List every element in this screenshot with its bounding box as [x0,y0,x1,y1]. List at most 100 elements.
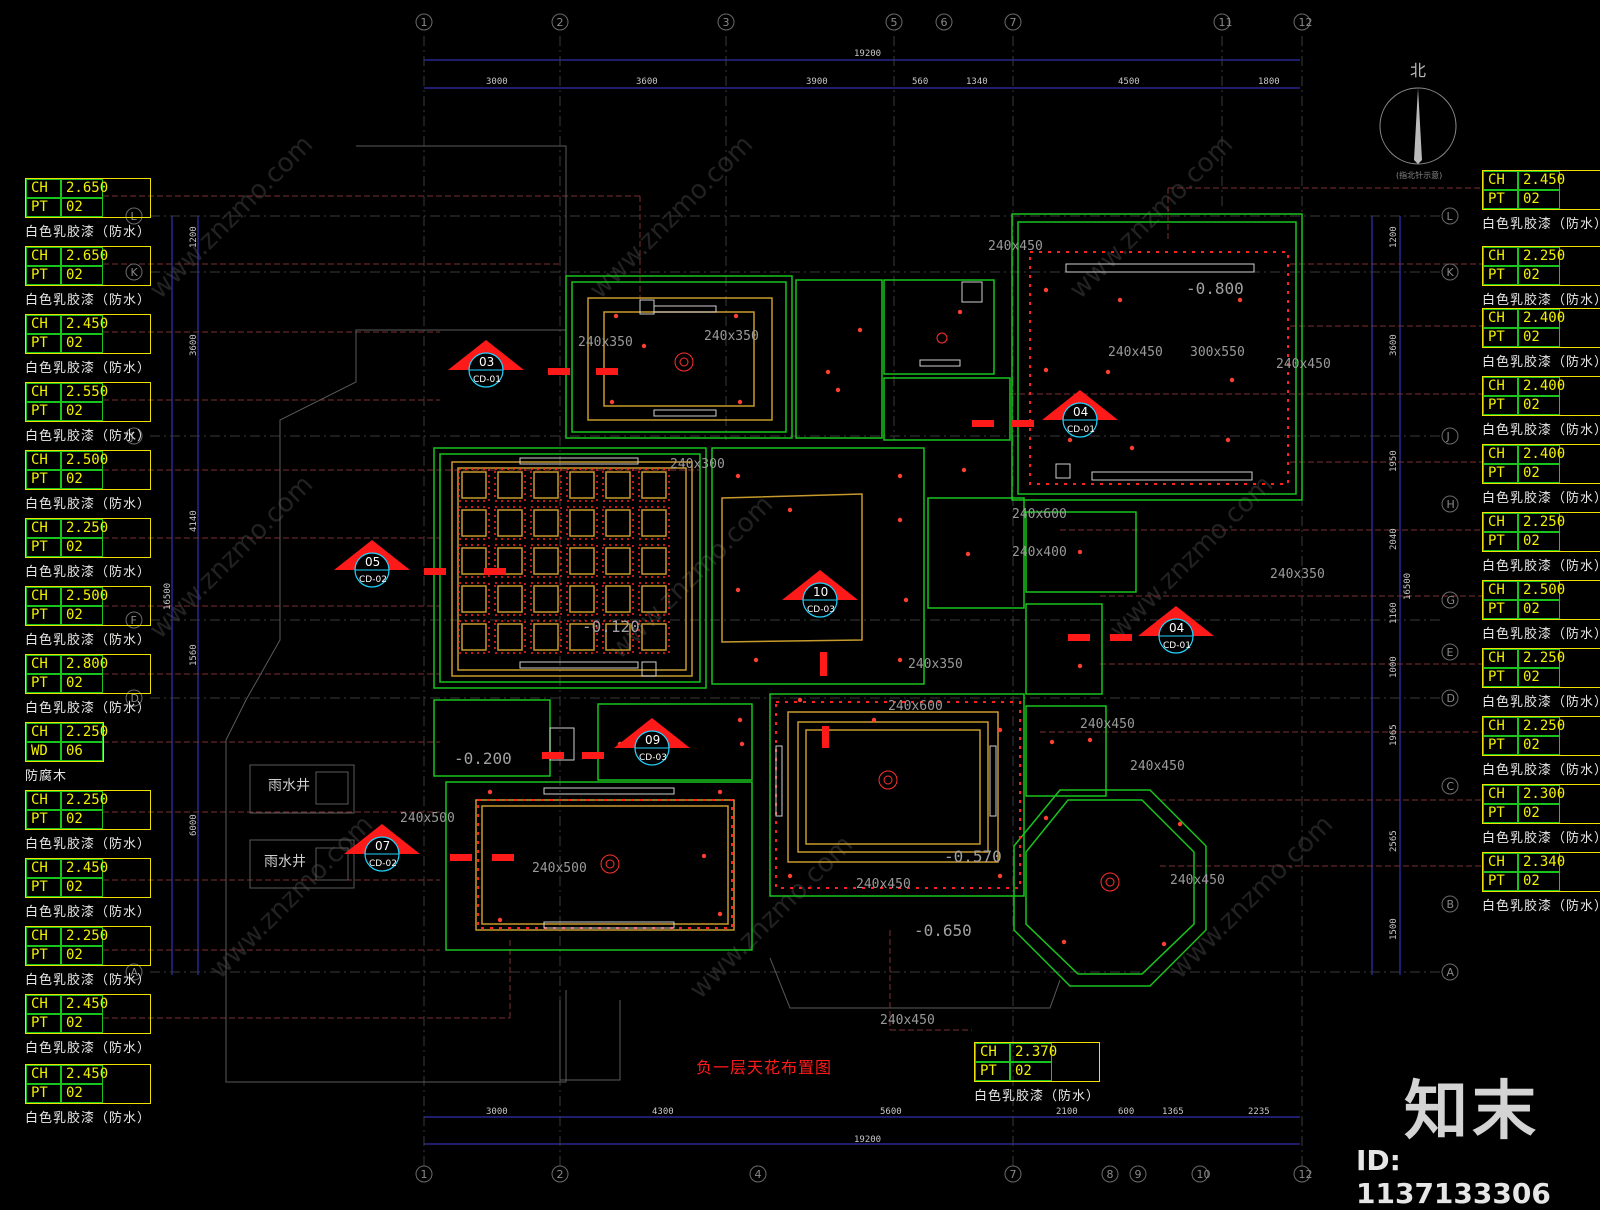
ch-value: 2.650 [61,179,108,198]
pt-label: PT [26,1084,61,1103]
ch-value: 2.250 [1518,717,1565,736]
downlight [957,309,963,315]
ch-value: 2.250 [61,927,108,946]
coffer-cell [461,471,487,499]
ch-label: CH [26,927,61,946]
coffer-led [530,620,562,654]
pt-value: 06 [61,742,103,761]
coffer-cell [533,471,559,499]
axis-bubble [749,1165,767,1183]
axis-bubble [415,1165,433,1183]
axis-bubble [1441,689,1459,707]
coffer-cell [605,585,631,613]
ch-value: 2.450 [61,315,108,334]
watermark-text: www.znzmo.com [144,470,319,645]
dimension-value: 1160 [1389,602,1399,624]
tag-note: 白色乳胶漆（防水） [25,565,152,580]
ch-label: CH [975,1043,1010,1062]
downlight [897,517,903,523]
downlight [613,313,619,319]
pt-value: 02 [1518,396,1560,415]
tag-note: 白色乳胶漆（防水） [1482,695,1600,710]
ch-value: 2.250 [61,791,108,810]
room-dimension: 240x450 [988,239,1043,254]
ch-label: CH [1483,581,1518,600]
pt-label: PT [1483,396,1518,415]
downlight [997,873,1003,879]
dimension-value: 4140 [189,510,199,532]
ch-value: 2.500 [61,451,108,470]
coffer-cell [461,509,487,537]
coffer-grid [458,468,670,654]
coffer-led [494,506,526,540]
axis-bubble [551,13,569,31]
pt-value: 02 [1010,1062,1052,1081]
downlights [487,287,1243,947]
downlight [487,789,493,795]
coffer-led [602,582,634,616]
downlight [897,473,903,479]
marker-ref: CD-01 [1163,641,1191,651]
north-note: (指北针示意) [1396,170,1442,180]
pt-label: PT [26,1014,61,1033]
coffer-led [602,620,634,654]
axis-label: H [1447,498,1455,511]
dimension-value: 1200 [189,226,199,248]
level-mark: -0.120 [582,617,640,636]
coffer-led [638,544,670,578]
pt-value: 02 [61,606,103,625]
downlight [871,717,877,723]
rain-well-label: 雨水井 [264,854,306,870]
rain-well-labels: 雨水井 雨水井 [264,778,310,870]
axis-grid [150,36,1440,1170]
ch-value: 2.250 [1518,247,1565,266]
watermark-text: www.znzmo.com [204,810,379,985]
coffer-cell [497,509,523,537]
tag-note: 白色乳胶漆（防水） [1482,899,1600,914]
axis-label: G [1447,594,1456,607]
coffer-led [458,582,490,616]
coffer-cell [569,623,595,651]
pt-label: PT [26,674,61,693]
room-dimension: 240x350 [1270,567,1325,582]
axis-label: 3 [723,16,730,29]
axis-bubble [1441,963,1459,981]
coffer-cell [497,547,523,575]
room-dimension: 240x350 [704,329,759,344]
coffer-led [638,468,670,502]
ch-value: 2.450 [61,995,108,1014]
pt-label: PT [26,878,61,897]
ch-value: 2.340 [1518,853,1565,872]
downlight [961,467,967,473]
marker-number: 07 [375,839,390,853]
dimension-value: 6000 [189,814,199,836]
tag-note: 白色乳胶漆（防水） [25,1111,152,1126]
dimension-value: 5600 [880,1107,902,1117]
ch-label: CH [26,383,61,402]
coffer-cell [533,623,559,651]
walls [433,213,1303,987]
watermark-text: www.znzmo.com [1164,810,1339,985]
axis-bubble [125,427,143,445]
pt-label: PT [1483,872,1518,891]
tag-note: 白色乳胶漆（防水） [25,361,152,376]
pt-label: PT [975,1062,1010,1081]
pt-value: 02 [61,538,103,557]
tag-note: 白色乳胶漆（防水） [974,1089,1101,1104]
